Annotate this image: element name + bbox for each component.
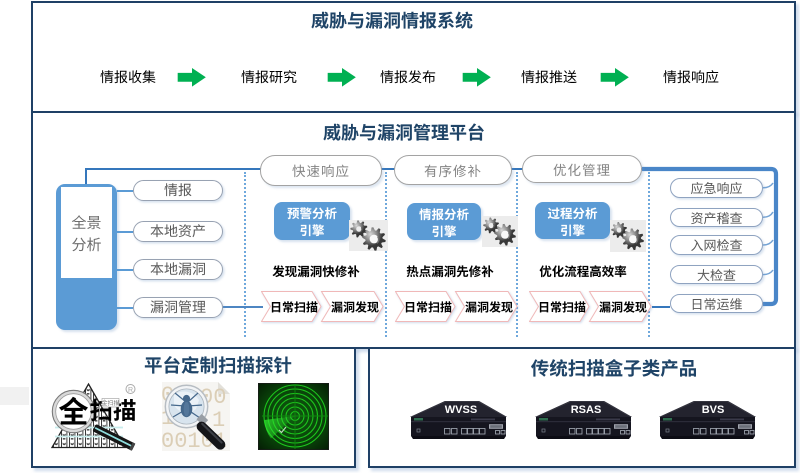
svg-text:R: R bbox=[128, 387, 133, 394]
svg-text:扫描: 扫描 bbox=[90, 392, 137, 426]
svg-text:漏洞发现: 漏洞发现 bbox=[599, 299, 647, 316]
svg-text:金扫描: 金扫描 bbox=[101, 398, 119, 407]
svg-text:日常扫描: 日常扫描 bbox=[270, 299, 318, 316]
svg-text:漏洞发现: 漏洞发现 bbox=[465, 299, 513, 316]
svg-text:漏洞发现: 漏洞发现 bbox=[331, 299, 379, 316]
svg-text:日常扫描: 日常扫描 bbox=[404, 299, 452, 316]
svg-text:日常扫描: 日常扫描 bbox=[538, 299, 586, 316]
svg-text:全: 全 bbox=[59, 388, 89, 432]
svg-text:1: 1 bbox=[212, 408, 225, 433]
